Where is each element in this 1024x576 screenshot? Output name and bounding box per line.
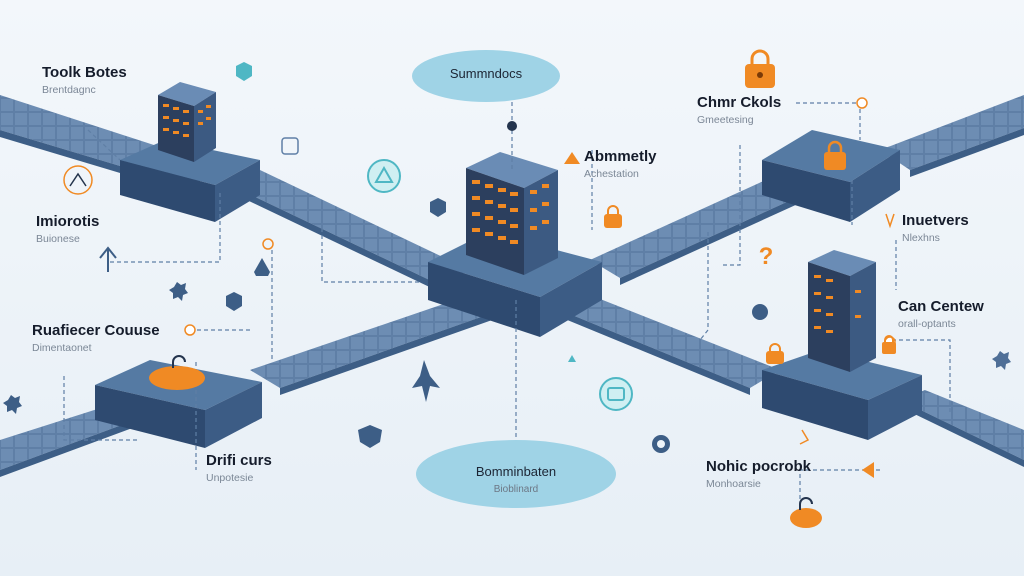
rocket-icon (412, 360, 440, 402)
label-title: Chmr Ckols (697, 94, 782, 111)
top-pill (412, 50, 560, 102)
label-abmmetly: Abmmetly Achestation (584, 148, 657, 180)
bottom-pill-label: Bomminbaten (475, 464, 557, 479)
platform-bottom-right (762, 350, 922, 440)
connector-node (184, 324, 196, 336)
label-sub: orall-optants (898, 318, 956, 330)
label-sub: Gmeetesing (697, 114, 754, 126)
top-pill-label: Summndocs (449, 66, 523, 81)
track-right-top (880, 95, 1024, 177)
arrow-icon (862, 462, 874, 478)
label-sub: Monhoarsie (706, 478, 761, 490)
platform-top-left (120, 140, 260, 222)
shield-icon (226, 62, 446, 448)
label-title: Toolk Botes (42, 64, 127, 81)
padlock-icon (790, 497, 822, 528)
label-ruafiecer-couuse: Ruafiecer Couuse Dimentaonet (32, 322, 160, 354)
label-can-centew: Can Centew orall-optants (898, 298, 984, 330)
label-title: Imiorotis (36, 213, 100, 230)
padlock-icon (745, 49, 775, 88)
label-title: Inuetvers (902, 212, 969, 229)
arrow-icon (564, 152, 580, 164)
track-right-bottom (900, 390, 1024, 467)
gear-icon (3, 282, 1011, 453)
label-sub: Nlexhns (902, 232, 940, 244)
teal-badge-icon (281, 137, 633, 411)
label-sub: Unpotesie (206, 472, 254, 484)
padlock-icon (766, 343, 784, 364)
label-title: Nohic pocrobk (706, 458, 812, 475)
padlock-icon (824, 140, 846, 170)
bottom-pill (416, 440, 616, 508)
label-sub: Dimentaonet (32, 342, 92, 354)
track-center-lower-left (250, 295, 495, 395)
track-center-right (590, 178, 800, 285)
label-title: Abmmetly (584, 148, 657, 165)
user-icon (63, 165, 895, 445)
padlock-icon (604, 205, 622, 228)
label-inuetvers: Inuetvers Nlexhns (902, 212, 969, 244)
connector-node (507, 121, 517, 131)
label-sub: Achestation (584, 168, 639, 180)
label-title: Ruafiecer Couuse (32, 322, 160, 339)
label-chmr-ckols: Chmr Ckols Gmeetesing (697, 94, 781, 126)
server-tower-icon (158, 82, 216, 162)
connector-node (856, 97, 868, 109)
label-toolk-botes: Toolk Botes Brentdagnc (42, 64, 127, 96)
label-sub: Brentdagnc (42, 84, 96, 96)
padlock-icon (882, 335, 896, 354)
label-sub: Buionese (36, 233, 80, 245)
label-drifi-curs: Drifi curs Unpotesie (206, 452, 272, 484)
bottom-pill-sub: Bioblinard (493, 484, 539, 495)
track-center-lower-right (560, 295, 780, 395)
server-tower-icon (808, 250, 876, 372)
label-imiorotis: Imiorotis Buionese (36, 213, 99, 245)
label-title: Drifi curs (206, 452, 272, 469)
label-title: Can Centew (898, 298, 984, 315)
hand-lock-icon (149, 355, 205, 390)
server-tower-icon (466, 152, 558, 275)
question-mark-icon: ? (759, 243, 774, 270)
label-nohic-pocrobk: Nohic pocrobk Monhoarsie (706, 458, 811, 490)
track-center-left (230, 170, 470, 292)
